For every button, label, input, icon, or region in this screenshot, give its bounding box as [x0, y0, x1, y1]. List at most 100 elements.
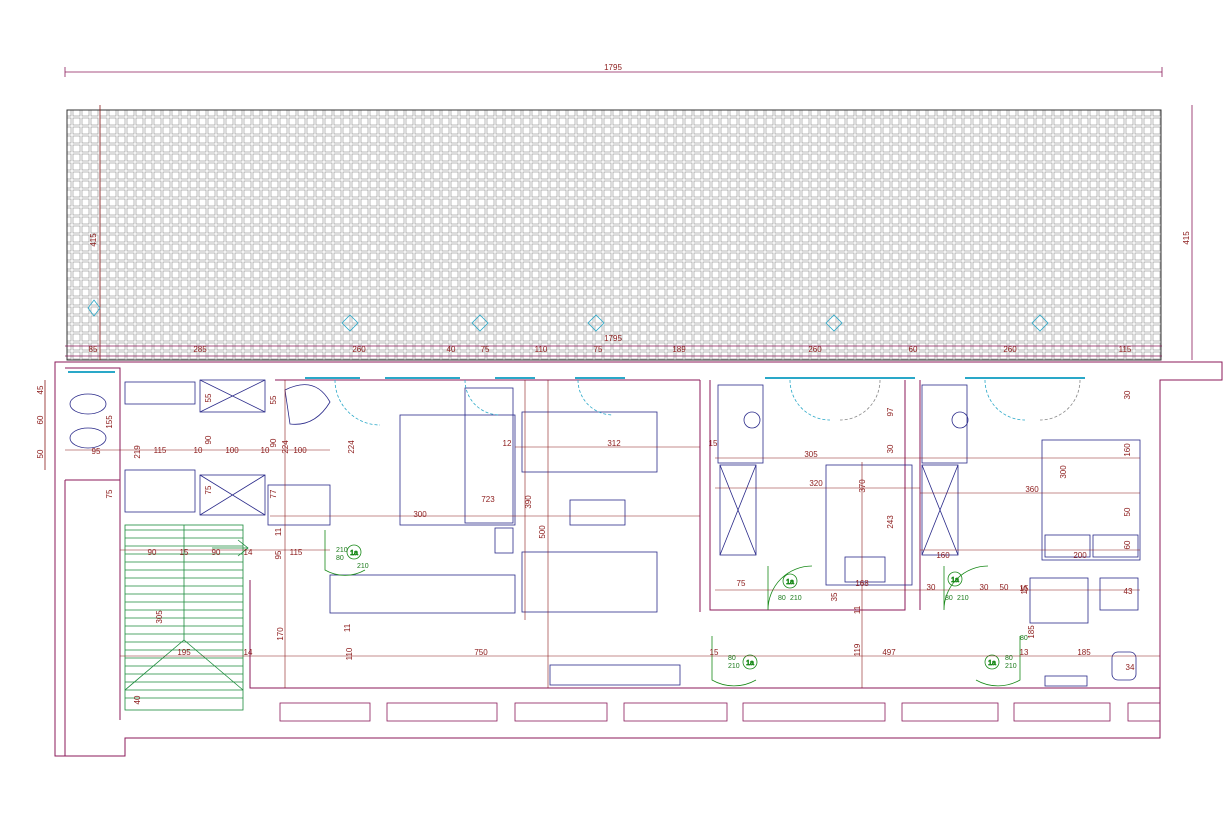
stair-dim-5: 115 [290, 548, 303, 557]
top-dim-10: 260 [1003, 345, 1017, 354]
left-dim-1: 60 [36, 415, 45, 424]
door-size-3: 80 [728, 655, 736, 662]
bottom-dim-7: 75 [737, 579, 746, 588]
bottom-dim-8: 168 [855, 579, 869, 588]
bottom-dim-6: 34 [1126, 663, 1135, 672]
room-dim-13: 12 [503, 439, 512, 448]
top-dim-6: 75 [594, 345, 603, 354]
left-dim-2: 50 [36, 449, 45, 458]
top-dim-3: 40 [447, 345, 456, 354]
top-dim-2: 260 [352, 345, 366, 354]
room-dim-34: 15 [1020, 584, 1029, 593]
stair-dim-8: 170 [276, 627, 285, 641]
terrace-depth-right: 415 [1182, 231, 1191, 245]
room-dim-7: 55 [204, 393, 213, 402]
room-dim-18: 320 [809, 479, 823, 488]
room-dim-27: 500 [538, 525, 547, 539]
top-dim-4: 75 [481, 345, 490, 354]
terrace-depth-left: 415 [89, 233, 98, 247]
overall-dimension: 1795 [64, 63, 1163, 77]
top-dim-1: 285 [193, 345, 207, 354]
room-dim-20: 360 [1025, 485, 1039, 494]
door-size-2: 210 [728, 663, 740, 670]
bottom-dim-15: 185 [1027, 625, 1036, 639]
stair-dim-2: 90 [212, 548, 221, 557]
door-code-1: 1a [786, 579, 794, 586]
stair-dim-12: 11 [343, 623, 352, 632]
room-dim-17: 30 [886, 444, 895, 453]
bottom-dim-9: 30 [927, 583, 936, 592]
bottom-dim-11: 50 [1000, 583, 1009, 592]
left-misc-3: 219 [133, 445, 142, 459]
stair-dim-9: 195 [177, 648, 191, 657]
room-dim-6: 90 [204, 435, 213, 444]
window-markers [87, 299, 1049, 332]
room-dim-2: 100 [225, 446, 239, 455]
bedroom-1-furniture [717, 384, 913, 586]
door-size-9: 80 [945, 595, 953, 602]
building-walls [54, 361, 1223, 757]
left-misc-0: 155 [105, 415, 114, 429]
left-misc-1: 95 [92, 447, 101, 456]
room-dim-3: 10 [261, 446, 270, 455]
stair-dim-6: 11 [274, 527, 283, 536]
room-dim-15: 15 [709, 439, 718, 448]
internal-dim-lines [65, 380, 1160, 688]
stair-dim-4: 95 [274, 550, 283, 559]
top-dim-7: 189 [672, 345, 686, 354]
terrace: 415 415 [66, 105, 1193, 361]
door-size-5: 80 [1005, 655, 1013, 662]
room-dim-28: 300 [413, 510, 427, 519]
bottom-dim-3: 497 [882, 648, 896, 657]
bottom-dim-13: 35 [830, 592, 839, 601]
bottom-dim-2: 119 [853, 643, 862, 656]
room-dim-22: 160 [1123, 443, 1132, 457]
front-windows [68, 371, 1085, 379]
door-code-4: 1a [988, 660, 996, 667]
top-dim-0: 85 [89, 345, 98, 354]
room-dim-1: 10 [194, 446, 203, 455]
room-dim-labels: 115 10 100 10 224 100 90 55 55 224 90 75… [154, 390, 1132, 593]
stair-dim-3: 14 [244, 548, 253, 557]
bedroom-2-furniture [921, 384, 1141, 687]
door-size-1: 80 [336, 555, 344, 562]
top-dimension-chain: 1795 85 285 260 40 75 110 75 189 260 60 … [65, 334, 1162, 357]
staircase [124, 524, 249, 711]
room-dim-31: 60 [1123, 540, 1132, 549]
room-dim-21: 300 [1059, 465, 1068, 479]
terrace-doors [334, 379, 1081, 426]
stair-dim-10: 14 [244, 648, 253, 657]
door-size-4: 210 [1005, 663, 1017, 670]
door-code-3: 1a [746, 660, 754, 667]
room-dim-0: 115 [154, 446, 167, 455]
room-dim-25: 723 [481, 495, 495, 504]
door-code-2: 1a [951, 577, 959, 584]
room-dim-32: 200 [1073, 551, 1087, 560]
door-size-10: 210 [357, 563, 369, 570]
balcony-planters [279, 702, 1161, 722]
bottom-dim-1: 15 [710, 648, 719, 657]
room-dim-29: 243 [886, 515, 895, 529]
living-furniture [267, 384, 681, 686]
room-dim-11: 75 [204, 485, 213, 494]
door-size-labels: 210 80 210 80 210 80 210 80 210 80 210 8… [336, 547, 1028, 670]
door-size-0: 210 [336, 547, 348, 554]
room-dim-14: 312 [607, 439, 621, 448]
bottom-dim-10: 30 [980, 583, 989, 592]
door-size-7: 80 [778, 595, 786, 602]
room-dim-23: 97 [886, 407, 895, 416]
room-dim-10: 90 [269, 438, 278, 447]
stair-dim-1: 15 [180, 548, 189, 557]
overall-width-label: 1795 [604, 63, 622, 72]
door-size-6: 210 [790, 595, 802, 602]
stair-dim-7: 305 [155, 610, 164, 624]
room-dim-24: 30 [1123, 390, 1132, 399]
stair-dim-labels: 90 15 90 14 95 115 11 305 170 195 14 40 … [133, 527, 354, 704]
top-dim-8: 260 [808, 345, 822, 354]
room-dim-12: 77 [269, 489, 278, 498]
stair-dim-13: 110 [345, 647, 354, 660]
bottom-dim-0: 750 [474, 648, 488, 657]
room-dim-16: 305 [804, 450, 818, 459]
door-size-8: 210 [957, 595, 969, 602]
